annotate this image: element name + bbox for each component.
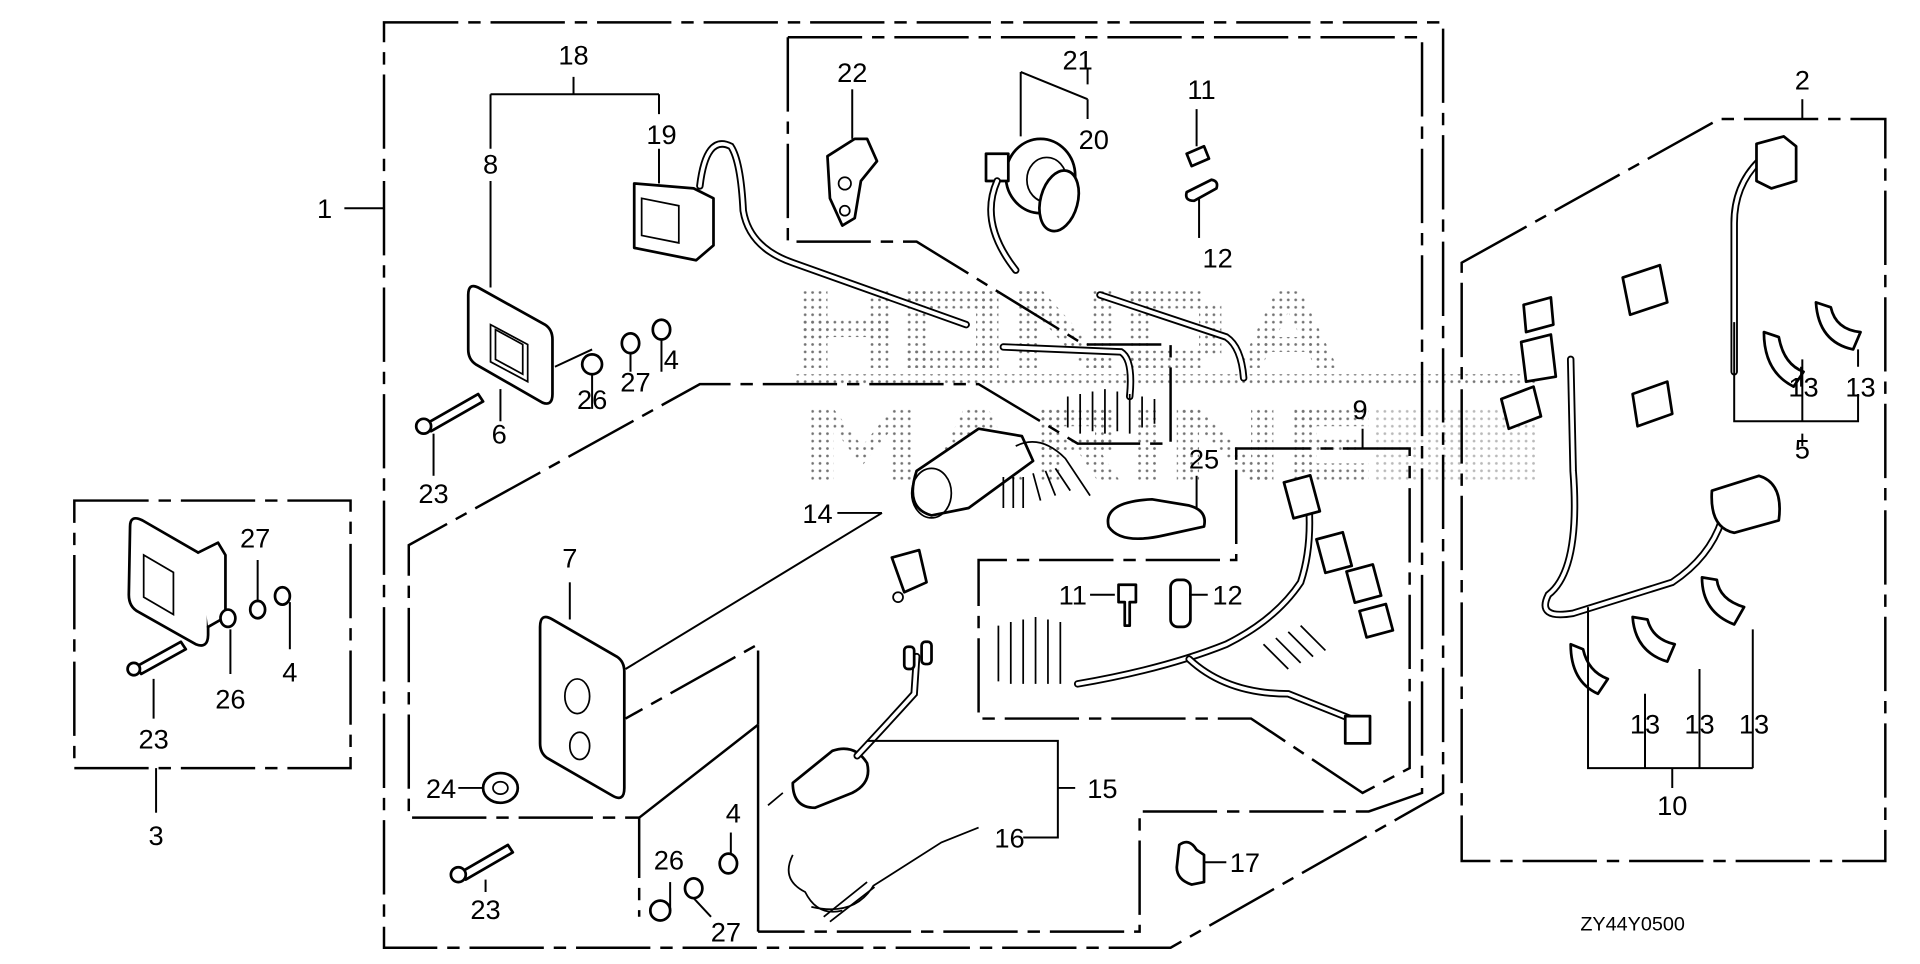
callout-13-c: 13 — [1630, 708, 1660, 739]
watermark-letter-o — [906, 291, 999, 369]
part-harness-2 — [1499, 135, 1798, 619]
callout-23-upper: 23 — [418, 478, 448, 509]
part-nut-4-top — [651, 318, 672, 341]
watermark-letter-n — [1015, 291, 1113, 369]
part-washer-26-top — [580, 353, 604, 376]
part-washer-27-top — [620, 331, 641, 355]
callout-27-bottom: 27 — [711, 917, 741, 948]
callout-6: 6 — [492, 419, 507, 450]
watermark-letter-d — [1129, 291, 1222, 369]
part-clamp-25 — [1106, 497, 1206, 541]
callout-20: 20 — [1079, 124, 1109, 155]
part-sleeve-12-top — [1184, 178, 1219, 203]
part-clip-17 — [1175, 840, 1206, 886]
part-clip-13-e — [1700, 575, 1746, 626]
watermark-letter-n2 — [1176, 408, 1274, 481]
callout-21: 21 — [1063, 44, 1093, 75]
callout-26-panel: 26 — [215, 684, 245, 715]
callout-12-lower: 12 — [1212, 580, 1242, 611]
callout-14: 14 — [802, 498, 832, 529]
callout-12-top: 12 — [1202, 243, 1232, 274]
callout-1: 1 — [317, 193, 332, 224]
part-screw-11-top — [1185, 144, 1211, 168]
callout-26-top: 26 — [577, 384, 607, 415]
part-wire-bundle — [999, 291, 1248, 434]
callout-9: 9 — [1353, 394, 1368, 425]
callout-4-panel: 4 — [282, 656, 297, 687]
callout-26-bottom: 26 — [654, 845, 684, 876]
part-washer-27-bottom — [683, 877, 704, 900]
callout-11-lower: 11 — [1059, 580, 1087, 611]
part-screw-23-lower — [449, 843, 515, 884]
part-screw-11-lower — [1117, 583, 1138, 628]
callout-7: 7 — [562, 542, 577, 573]
group-frame-inner-top — [407, 36, 1424, 933]
part-nut-24 — [481, 771, 520, 805]
callout-19: 19 — [646, 119, 676, 150]
part-mounting-plate-7 — [538, 615, 626, 800]
callout-23-panel: 23 — [138, 723, 168, 754]
callout-13-e: 13 — [1739, 708, 1769, 739]
callout-4-top: 4 — [664, 344, 679, 375]
callout-25: 25 — [1189, 443, 1219, 474]
callout-27-panel: 27 — [240, 523, 270, 554]
group-frame-1 — [344, 21, 1445, 949]
part-stop-switch-15 — [767, 640, 933, 810]
leader-lines — [152, 69, 1860, 918]
callout-27-top: 27 — [620, 367, 650, 398]
group-frame-3 — [73, 499, 352, 813]
part-switch-panel-3 — [126, 516, 292, 677]
callout-15: 15 — [1087, 773, 1117, 804]
callout-23-lower: 23 — [470, 894, 500, 925]
callout-4-bottom: 4 — [726, 798, 741, 829]
part-buzzer-cover-20 — [1038, 169, 1081, 233]
diagram-code: ZY44Y0500 — [1580, 913, 1685, 935]
group-frame-2 — [1460, 99, 1887, 863]
group-frame-lower — [624, 642, 760, 932]
callout-22: 22 — [837, 57, 867, 88]
watermark-letter-e — [1294, 408, 1369, 481]
part-bracket-22 — [826, 137, 879, 227]
part-washer-26-bottom — [648, 899, 672, 922]
group-frame-9 — [977, 447, 1411, 795]
part-clip-13-b — [1814, 301, 1862, 351]
part-clip-13-a — [1762, 330, 1805, 388]
part-ignition-switch-14 — [890, 427, 1091, 603]
callout-3: 3 — [148, 820, 163, 851]
part-clip-13-c — [1569, 642, 1610, 696]
callout-24: 24 — [426, 773, 456, 804]
watermark-letter-a — [1238, 291, 1338, 369]
callout-13-b: 13 — [1845, 372, 1875, 403]
callout-2: 2 — [1795, 64, 1810, 95]
watermark-letter-m — [811, 408, 915, 481]
part-sleeve-12-lower — [1169, 578, 1192, 629]
part-screw-23-upper — [414, 392, 485, 436]
part-lanyard-16 — [787, 826, 979, 923]
watermark-letter-h — [802, 291, 892, 369]
callout-11-top: 11 — [1187, 74, 1215, 105]
callout-13-d: 13 — [1684, 708, 1714, 739]
callout-5: 5 — [1795, 433, 1810, 464]
part-switch-19 — [632, 140, 970, 329]
part-bezel-plate — [466, 284, 554, 405]
callout-17: 17 — [1230, 847, 1260, 878]
part-harness-9 — [997, 474, 1395, 745]
callout-8: 8 — [483, 149, 498, 180]
callout-18: 18 — [558, 40, 588, 71]
callout-16: 16 — [994, 822, 1024, 853]
part-clip-13-d — [1631, 615, 1677, 663]
callout-labels: 1 2 3 4 4 4 5 6 7 8 9 10 11 11 12 12 13 … — [138, 40, 1875, 948]
callout-13-a: 13 — [1788, 372, 1818, 403]
part-nut-4-bottom — [718, 852, 739, 875]
callout-10: 10 — [1657, 790, 1687, 821]
